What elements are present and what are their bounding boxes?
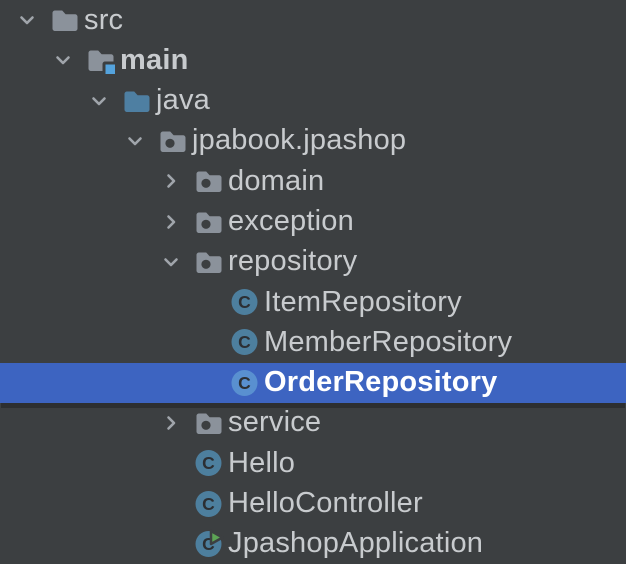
tree-item-label: HelloController (228, 487, 423, 520)
chevron-down-icon[interactable] (126, 132, 144, 150)
svg-text:C: C (238, 292, 251, 312)
tree-row[interactable]: C Hello (0, 443, 626, 483)
class-icon: C (231, 369, 259, 397)
tree-row[interactable]: C HelloController (0, 483, 626, 523)
svg-text:C: C (238, 373, 251, 393)
package-icon (195, 409, 223, 437)
tree-item-label: Hello (228, 446, 296, 479)
tree-row[interactable]: domain (0, 161, 626, 201)
tree-item-label: jpabook.jpashop (192, 124, 407, 157)
tree-row[interactable]: exception (0, 201, 626, 241)
tree-item-label: MemberRepository (264, 325, 513, 358)
class-icon: C (195, 449, 223, 477)
tree-row[interactable]: src (0, 0, 626, 40)
tree-row[interactable]: java (0, 81, 626, 121)
tree-row[interactable]: main (0, 40, 626, 80)
tree-row[interactable]: C MemberRepository (0, 322, 626, 362)
runnable-class-icon: C (195, 529, 224, 558)
svg-text:C: C (202, 494, 215, 514)
tree-item-label: ItemRepository (264, 285, 462, 318)
folder-icon (123, 87, 151, 115)
chevron-spacer (162, 495, 180, 513)
chevron-spacer (198, 374, 216, 392)
svg-text:C: C (202, 453, 215, 473)
chevron-spacer (198, 293, 216, 311)
chevron-right-icon[interactable] (162, 414, 180, 432)
chevron-down-icon[interactable] (162, 253, 180, 271)
svg-text:C: C (238, 332, 251, 352)
tree-item-label: src (84, 3, 124, 36)
tree-row[interactable]: jpabook.jpashop (0, 121, 626, 161)
chevron-right-icon[interactable] (162, 172, 180, 190)
class-icon: C (231, 328, 259, 356)
tree-row[interactable]: repository (0, 242, 626, 282)
chevron-spacer (198, 333, 216, 351)
chevron-spacer (162, 535, 180, 553)
sources-root-folder-icon (87, 46, 118, 78)
chevron-right-icon[interactable] (162, 213, 180, 231)
tree-item-label: service (228, 406, 322, 439)
tree-row[interactable]: service (0, 403, 626, 443)
tree-item-label: java (156, 84, 210, 117)
tree-row[interactable]: C OrderRepository (0, 362, 626, 403)
class-icon: C (231, 288, 259, 316)
package-icon (195, 208, 223, 236)
chevron-down-icon[interactable] (54, 51, 72, 69)
tree-item-label: JpashopApplication (228, 527, 484, 560)
chevron-spacer (162, 454, 180, 472)
tree-item-label: exception (228, 205, 354, 238)
chevron-down-icon[interactable] (90, 92, 108, 110)
tree-item-label: repository (228, 245, 358, 278)
package-icon (195, 248, 223, 276)
tree-row[interactable]: C ItemRepository (0, 282, 626, 322)
tree-item-label: main (120, 43, 189, 76)
tree-item-label: OrderRepository (264, 366, 498, 399)
tree-item-label: domain (228, 164, 325, 197)
class-icon: C (195, 490, 223, 518)
chevron-down-icon[interactable] (18, 11, 36, 29)
folder-icon (51, 6, 79, 34)
package-icon (195, 167, 223, 195)
package-icon (159, 127, 187, 155)
